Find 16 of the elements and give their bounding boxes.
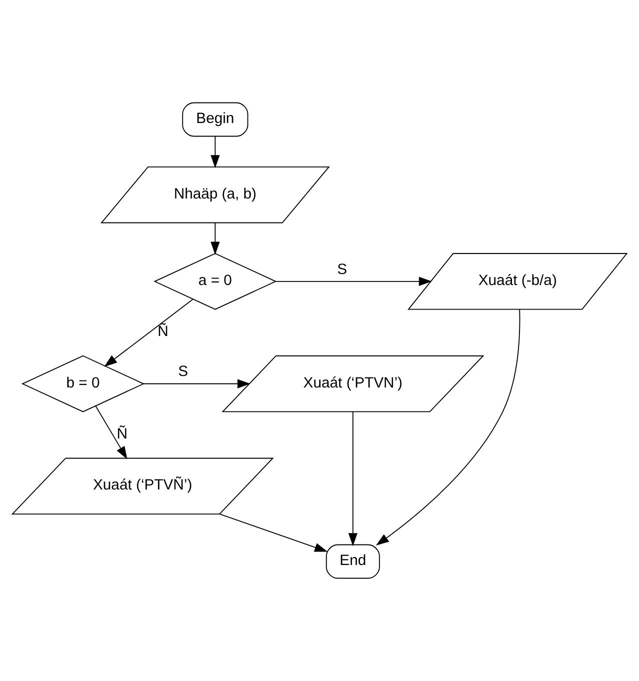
edge-label: Ñ bbox=[158, 324, 168, 340]
arrow bbox=[104, 298, 194, 367]
arrow bbox=[376, 309, 520, 546]
edge-label: Ñ bbox=[116, 426, 128, 442]
arrow bbox=[348, 411, 358, 546]
node-diamond: a = 0 bbox=[154, 252, 277, 310]
arrow bbox=[276, 276, 432, 286]
arrow bbox=[210, 222, 220, 255]
arrow bbox=[95, 406, 128, 460]
edge-label: S bbox=[337, 262, 348, 278]
arrow bbox=[143, 379, 250, 388]
arrow bbox=[210, 136, 220, 168]
node-box: End bbox=[326, 544, 380, 579]
node-box: Begin bbox=[182, 102, 248, 137]
arrow bbox=[219, 514, 328, 552]
edge-label: S bbox=[178, 364, 188, 380]
